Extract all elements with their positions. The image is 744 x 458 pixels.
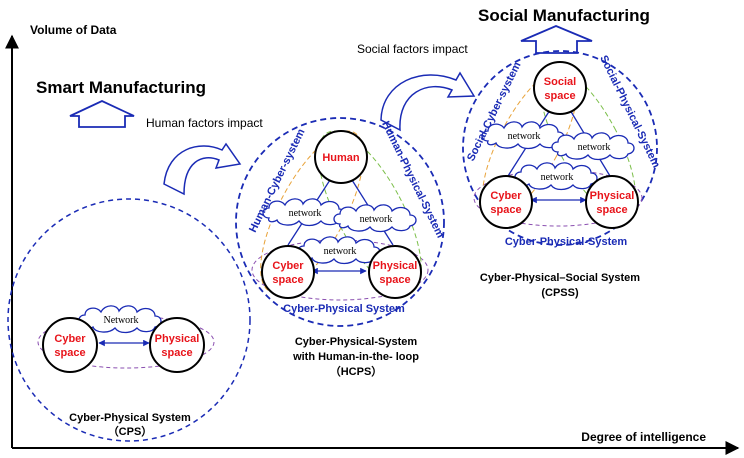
cps-caption-line2: （CPS） <box>108 425 153 438</box>
human-factors-impact-label: Human factors impact <box>146 116 263 130</box>
cpss-arc-bottom-label: Cyber-Physical-System <box>505 236 627 248</box>
cps-physical-label-line2: space <box>161 347 192 359</box>
hcps-cyber-label-line2: space <box>272 274 303 286</box>
hcps-caption-line1: Cyber-Physical-System <box>295 336 417 348</box>
social-manufacturing-heading: Social Manufacturing <box>478 6 650 25</box>
hcps-boundary-circle <box>235 117 445 327</box>
hcps-physical-label-line1: Physical <box>373 260 418 272</box>
y-axis-label: Volume of Data <box>30 23 117 37</box>
cpss-social-label-line2: space <box>544 90 575 102</box>
social-factors-impact-label: Social factors impact <box>357 42 468 56</box>
cpss-diagram: network network network Social space Cyb… <box>462 50 662 299</box>
hcps-human-label: Human <box>322 152 360 164</box>
cps-cyber-space-node <box>42 317 98 373</box>
hcps-network-left-label: network <box>289 208 322 219</box>
axes: Volume of Data Degree of intelligence <box>4 23 740 455</box>
cpss-physical-label-line1: Physical <box>590 190 635 202</box>
cpss-boundary-circle <box>462 50 658 246</box>
cps-boundary-circle <box>7 198 251 442</box>
hcps-caption-line2: with Human-in-the- loop <box>292 351 419 363</box>
cpss-caption-line1: Cyber-Physical–Social System <box>480 272 640 284</box>
smart-up-arrow-icon <box>69 100 135 128</box>
cps-cyber-label-line2: space <box>54 347 85 359</box>
hcps-diagram: network network network Human Cyber spac… <box>235 117 446 378</box>
cps-physical-space-node <box>149 317 205 373</box>
cps-diagram: Network Cyber space Physical space Cyber… <box>7 198 251 442</box>
cps-cyber-label-line1: Cyber <box>54 333 86 345</box>
cpss-social-label-line1: Social <box>544 76 576 88</box>
headings: Smart Manufacturing Social Manufacturing… <box>36 6 650 196</box>
curved-arrow-icon-to-hcps <box>163 142 242 196</box>
hcps-cyber-label-line1: Cyber <box>272 260 304 272</box>
cpss-caption-line2: (CPSS) <box>541 287 579 299</box>
cpss-network-bottom-label: network <box>541 172 574 183</box>
hcps-network-bottom-label: network <box>324 246 357 257</box>
cpss-physical-space-node <box>585 175 639 229</box>
hcps-physical-space-node <box>368 245 422 299</box>
hcps-physical-label-line2: space <box>379 274 410 286</box>
smart-manufacturing-heading: Smart Manufacturing <box>36 78 206 97</box>
cpss-cyber-label-line2: space <box>490 204 521 216</box>
hcps-arc-bottom-label: Cyber-Physical System <box>283 303 405 315</box>
social-up-arrow-icon <box>520 25 593 54</box>
cpss-social-space-node <box>533 61 587 115</box>
hcps-human-node <box>314 130 368 184</box>
cps-network-label: Network <box>104 315 139 326</box>
cpss-network-right-label: network <box>578 142 611 153</box>
cps-physical-label-line1: Physical <box>155 333 200 345</box>
x-axis-label: Degree of intelligence <box>581 430 706 444</box>
hcps-caption-line3: （HCPS） <box>330 365 383 378</box>
cps-caption-line1: Cyber-Physical System <box>69 412 191 424</box>
cpss-cyber-space-node <box>479 175 533 229</box>
hcps-cyber-space-node <box>261 245 315 299</box>
cpss-cyber-label-line1: Cyber <box>490 190 522 202</box>
curved-arrow-icon-to-cpss <box>380 71 476 132</box>
hcps-network-right-label: network <box>360 214 393 225</box>
cpss-network-left-label: network <box>508 131 541 142</box>
cpss-physical-label-line2: space <box>596 204 627 216</box>
